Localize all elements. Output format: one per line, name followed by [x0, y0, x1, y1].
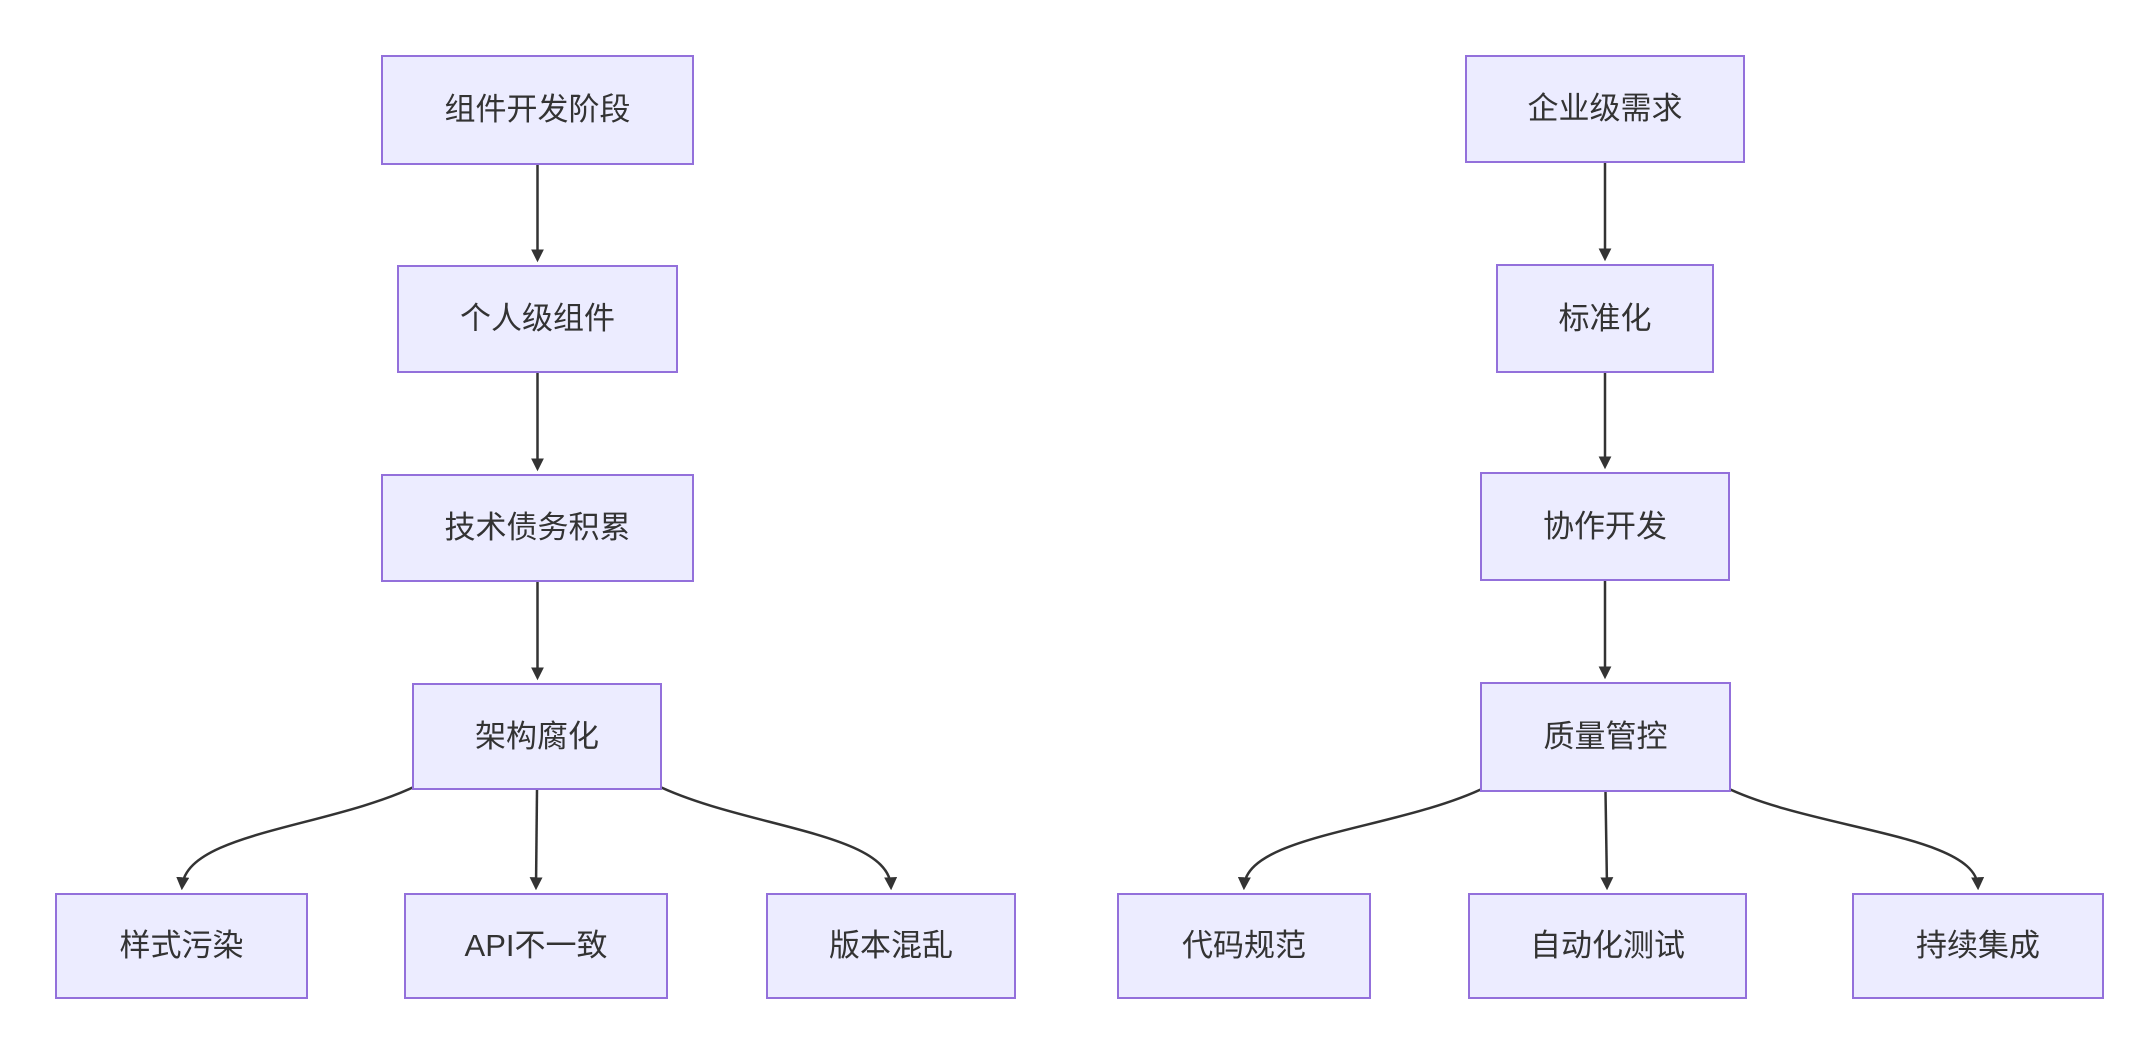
- node-label: 自动化测试: [1530, 928, 1685, 964]
- node-enterprise-requirements: 企业级需求: [1465, 55, 1745, 163]
- node-quality-control: 质量管控: [1480, 682, 1731, 792]
- edge-quality-ci: [1724, 785, 1985, 891]
- node-code-standards: 代码规范: [1117, 893, 1371, 999]
- node-label: API不一致: [464, 928, 608, 964]
- edge-quality-code: [1237, 785, 1487, 891]
- edge-decay-api: [529, 789, 543, 891]
- node-label: 组件开发阶段: [444, 92, 631, 128]
- node-architecture-decay: 架构腐化: [412, 683, 662, 790]
- node-personal-components: 个人级组件: [397, 265, 678, 373]
- node-label: 个人级组件: [460, 301, 615, 337]
- node-style-pollution: 样式污染: [55, 893, 308, 999]
- node-component-dev-stage: 组件开发阶段: [381, 55, 694, 165]
- edge-decay-version: [655, 783, 898, 891]
- node-label: 协作开发: [1543, 508, 1667, 544]
- node-tech-debt-accumulation: 技术债务积累: [381, 474, 694, 582]
- node-continuous-integration: 持续集成: [1852, 893, 2104, 999]
- node-version-chaos: 版本混乱: [766, 893, 1016, 999]
- node-label: 企业级需求: [1527, 91, 1683, 127]
- node-automated-testing: 自动化测试: [1468, 893, 1747, 999]
- node-label: 代码规范: [1182, 928, 1306, 964]
- node-label: 样式污染: [119, 928, 244, 964]
- edge-quality-testing: [1600, 791, 1614, 891]
- node-label: 标准化: [1558, 300, 1652, 336]
- node-label: 技术债务积累: [444, 510, 631, 546]
- node-api-inconsistency: API不一致: [404, 893, 668, 999]
- node-label: 版本混乱: [829, 928, 953, 964]
- node-label: 持续集成: [1916, 928, 2040, 964]
- node-label: 架构腐化: [475, 718, 599, 754]
- node-collaborative-dev: 协作开发: [1480, 472, 1730, 581]
- node-standardization: 标准化: [1496, 264, 1714, 373]
- edge-decay-style: [176, 783, 419, 891]
- node-label: 质量管控: [1543, 719, 1668, 755]
